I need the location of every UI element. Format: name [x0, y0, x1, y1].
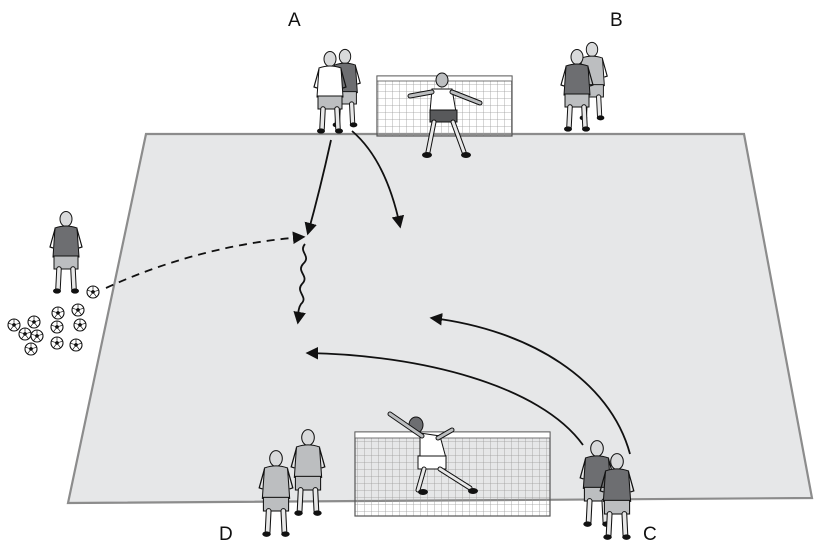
- run-arrow-c-short: [429, 312, 631, 455]
- pass-arrow-dashed: [105, 231, 306, 289]
- server-player: [50, 212, 82, 294]
- soccer-ball-icon: [7, 318, 21, 332]
- run-arrow-a-right: [351, 130, 405, 229]
- soccer-ball-icon: [73, 318, 87, 332]
- group-label-c: C: [643, 524, 657, 545]
- soccer-ball-icon: [30, 329, 44, 343]
- soccer-ball-icon: [86, 285, 100, 299]
- ball-pile: [7, 285, 100, 356]
- soccer-ball-icon: [69, 338, 83, 352]
- movement-arrows: [105, 130, 631, 455]
- goalkeeper-top: [407, 72, 483, 158]
- goalkeeper-bottom: [387, 411, 478, 495]
- group-label-a: A: [288, 10, 301, 31]
- player-group-a: [314, 49, 360, 133]
- soccer-ball-icon: [71, 303, 85, 317]
- run-arrow-c-long: [305, 346, 584, 446]
- run-arrow-a-left: [304, 139, 332, 236]
- soccer-ball-icon: [27, 315, 41, 329]
- group-label-d: D: [219, 524, 233, 545]
- dribble-path: [293, 243, 308, 325]
- soccer-ball-icon: [50, 320, 64, 334]
- soccer-ball-icon: [50, 336, 64, 350]
- soccer-ball-icon: [18, 327, 32, 341]
- group-label-b: B: [610, 10, 623, 31]
- soccer-ball-icon: [24, 342, 38, 356]
- soccer-ball-icon: [51, 306, 65, 320]
- player-group-b: [561, 42, 607, 131]
